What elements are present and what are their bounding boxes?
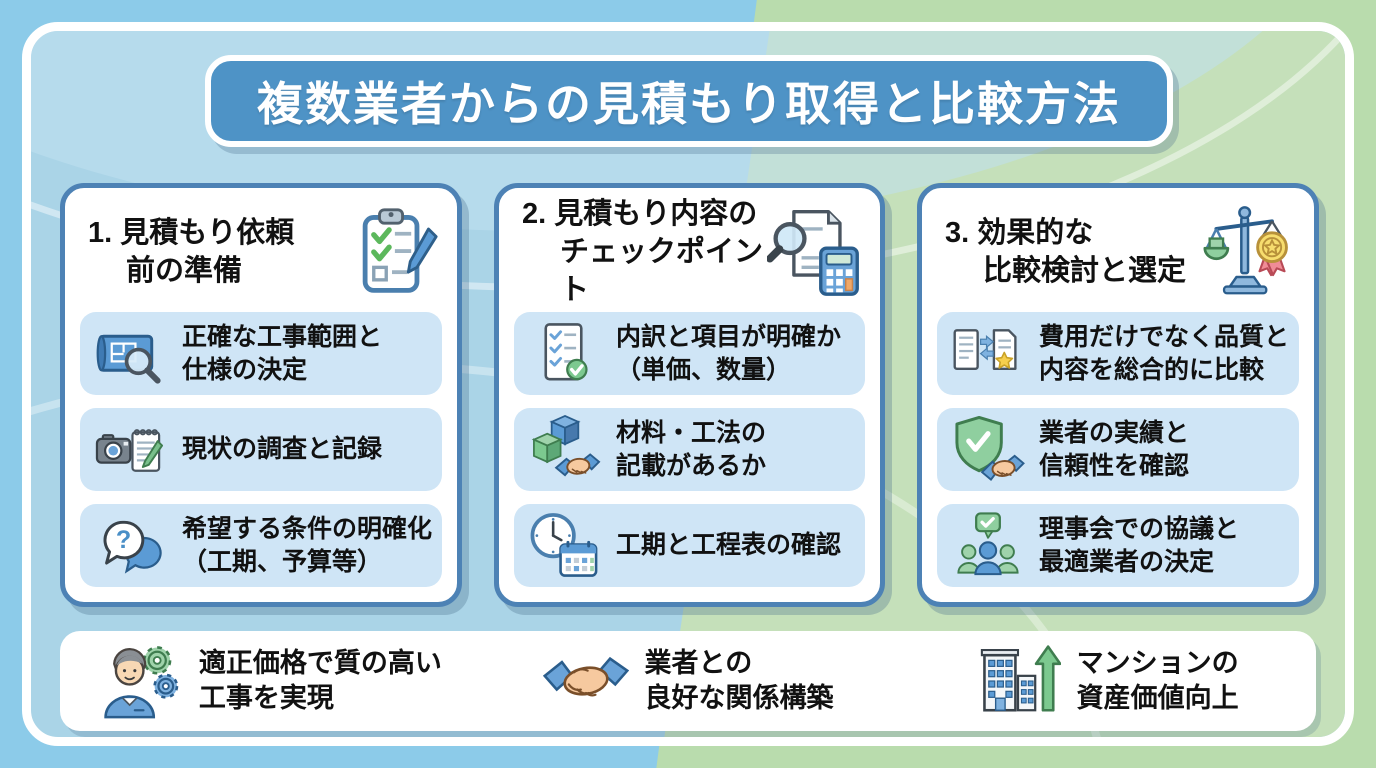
svg-text:?: ? [116,526,131,554]
blueprint-magnifier-icon [96,334,161,384]
card-checkpoints: 2. 見積もり内容の チェックポイント [494,183,885,607]
card-header: 2. 見積もり内容の チェックポイント [514,198,865,306]
item-text: 費用だけでなく品質と 内容を総合的に比較 [1038,323,1289,384]
list-item: 内訳と項目が明確か （単価、数量） [514,312,865,395]
benefit-text: 業者との 良好な関係構築 [644,647,834,713]
card-header: 3. 効果的な 比較検討と選定 [937,200,1299,304]
list-item: 現状の調査と記録 [80,408,443,491]
item-text: 正確な工事範囲と 仕様の決定 [182,323,383,384]
card-items: 費用だけでなく品質と 内容を総合的に比較 業者の実績と [936,312,1299,587]
clock-calendar-icon [530,512,598,577]
list-item: 業者の実績と 信頼性を確認 [936,408,1299,491]
question-bubbles-icon: ? [103,520,162,574]
list-item: 費用だけでなく品質と 内容を総合的に比較 [936,312,1299,395]
item-text: 内訳と項目が明確か （単価、数量） [616,323,842,384]
card-title: 2. 見積もり内容の チェックポイント [522,197,764,307]
clipboard-checklist-icon [362,208,438,293]
documents-compare-star-icon [953,328,1017,370]
benefit-item: 業者との 良好な関係構築 [479,638,898,724]
list-item: 工期と工程表の確認 [514,504,865,587]
page-title-banner: 複数業者からの見積もり取得と比較方法 [205,55,1173,147]
checklist-approved-icon [544,322,588,380]
card-title: 3. 効果的な 比較検討と選定 [944,216,1186,287]
item-text: 業者の実績と 信頼性を確認 [1038,419,1189,480]
card-header: 1. 見積もり依頼 前の準備 [80,200,442,304]
item-text: 現状の調査と記録 [182,435,383,464]
steps-row: 1. 見積もり依頼 前の準備 [60,183,1319,607]
item-text: 理事会での協議と 最適業者の決定 [1038,515,1239,576]
item-text: 材料・工法の 記載があるか [616,419,767,480]
card-preparation: 1. 見積もり依頼 前の準備 [60,183,463,607]
benefit-text: マンションの 資産価値向上 [1076,647,1239,713]
list-item: 正確な工事範囲と 仕様の決定 [80,312,443,395]
card-title: 1. 見積もり依頼 前の準備 [88,216,295,287]
shield-handshake-icon [955,415,1025,481]
item-text: 工期と工程表の確認 [616,531,842,560]
benefits-bar: 適正価格で質の高い 工事を実現 業者との 良好な関係構築 [60,631,1316,731]
card-comparison: 3. 効果的な 比較検討と選定 [916,183,1319,607]
card-items: 正確な工事範囲と 仕様の決定 [80,312,443,587]
list-item: 材料・工法の 記載があるか [514,408,865,491]
document-magnifier-calculator-icon [766,210,859,296]
benefit-text: 適正価格で質の高い 工事を実現 [198,647,442,713]
item-text: 希望する条件の明確化 （工期、予算等） [182,515,433,576]
page-title: 複数業者からの見積もり取得と比較方法 [257,78,1121,130]
materials-handshake-icon [531,414,601,477]
balance-scale-medal-icon [1203,206,1288,295]
benefit-item: 適正価格で質の高い 工事を実現 [60,638,479,724]
camera-notepad-icon [95,428,164,472]
list-item: ? 希望する条件の明確化 （工期、予算等） [80,504,443,587]
board-meeting-icon [957,511,1019,575]
card-items: 内訳と項目が明確か （単価、数量） [514,312,865,587]
worker-gears-icon [104,646,179,719]
handshake-icon [542,656,629,697]
benefit-item: マンションの 資産価値向上 [897,638,1316,724]
building-growth-icon [980,645,1061,712]
list-item: 理事会での協議と 最適業者の決定 [936,504,1299,587]
